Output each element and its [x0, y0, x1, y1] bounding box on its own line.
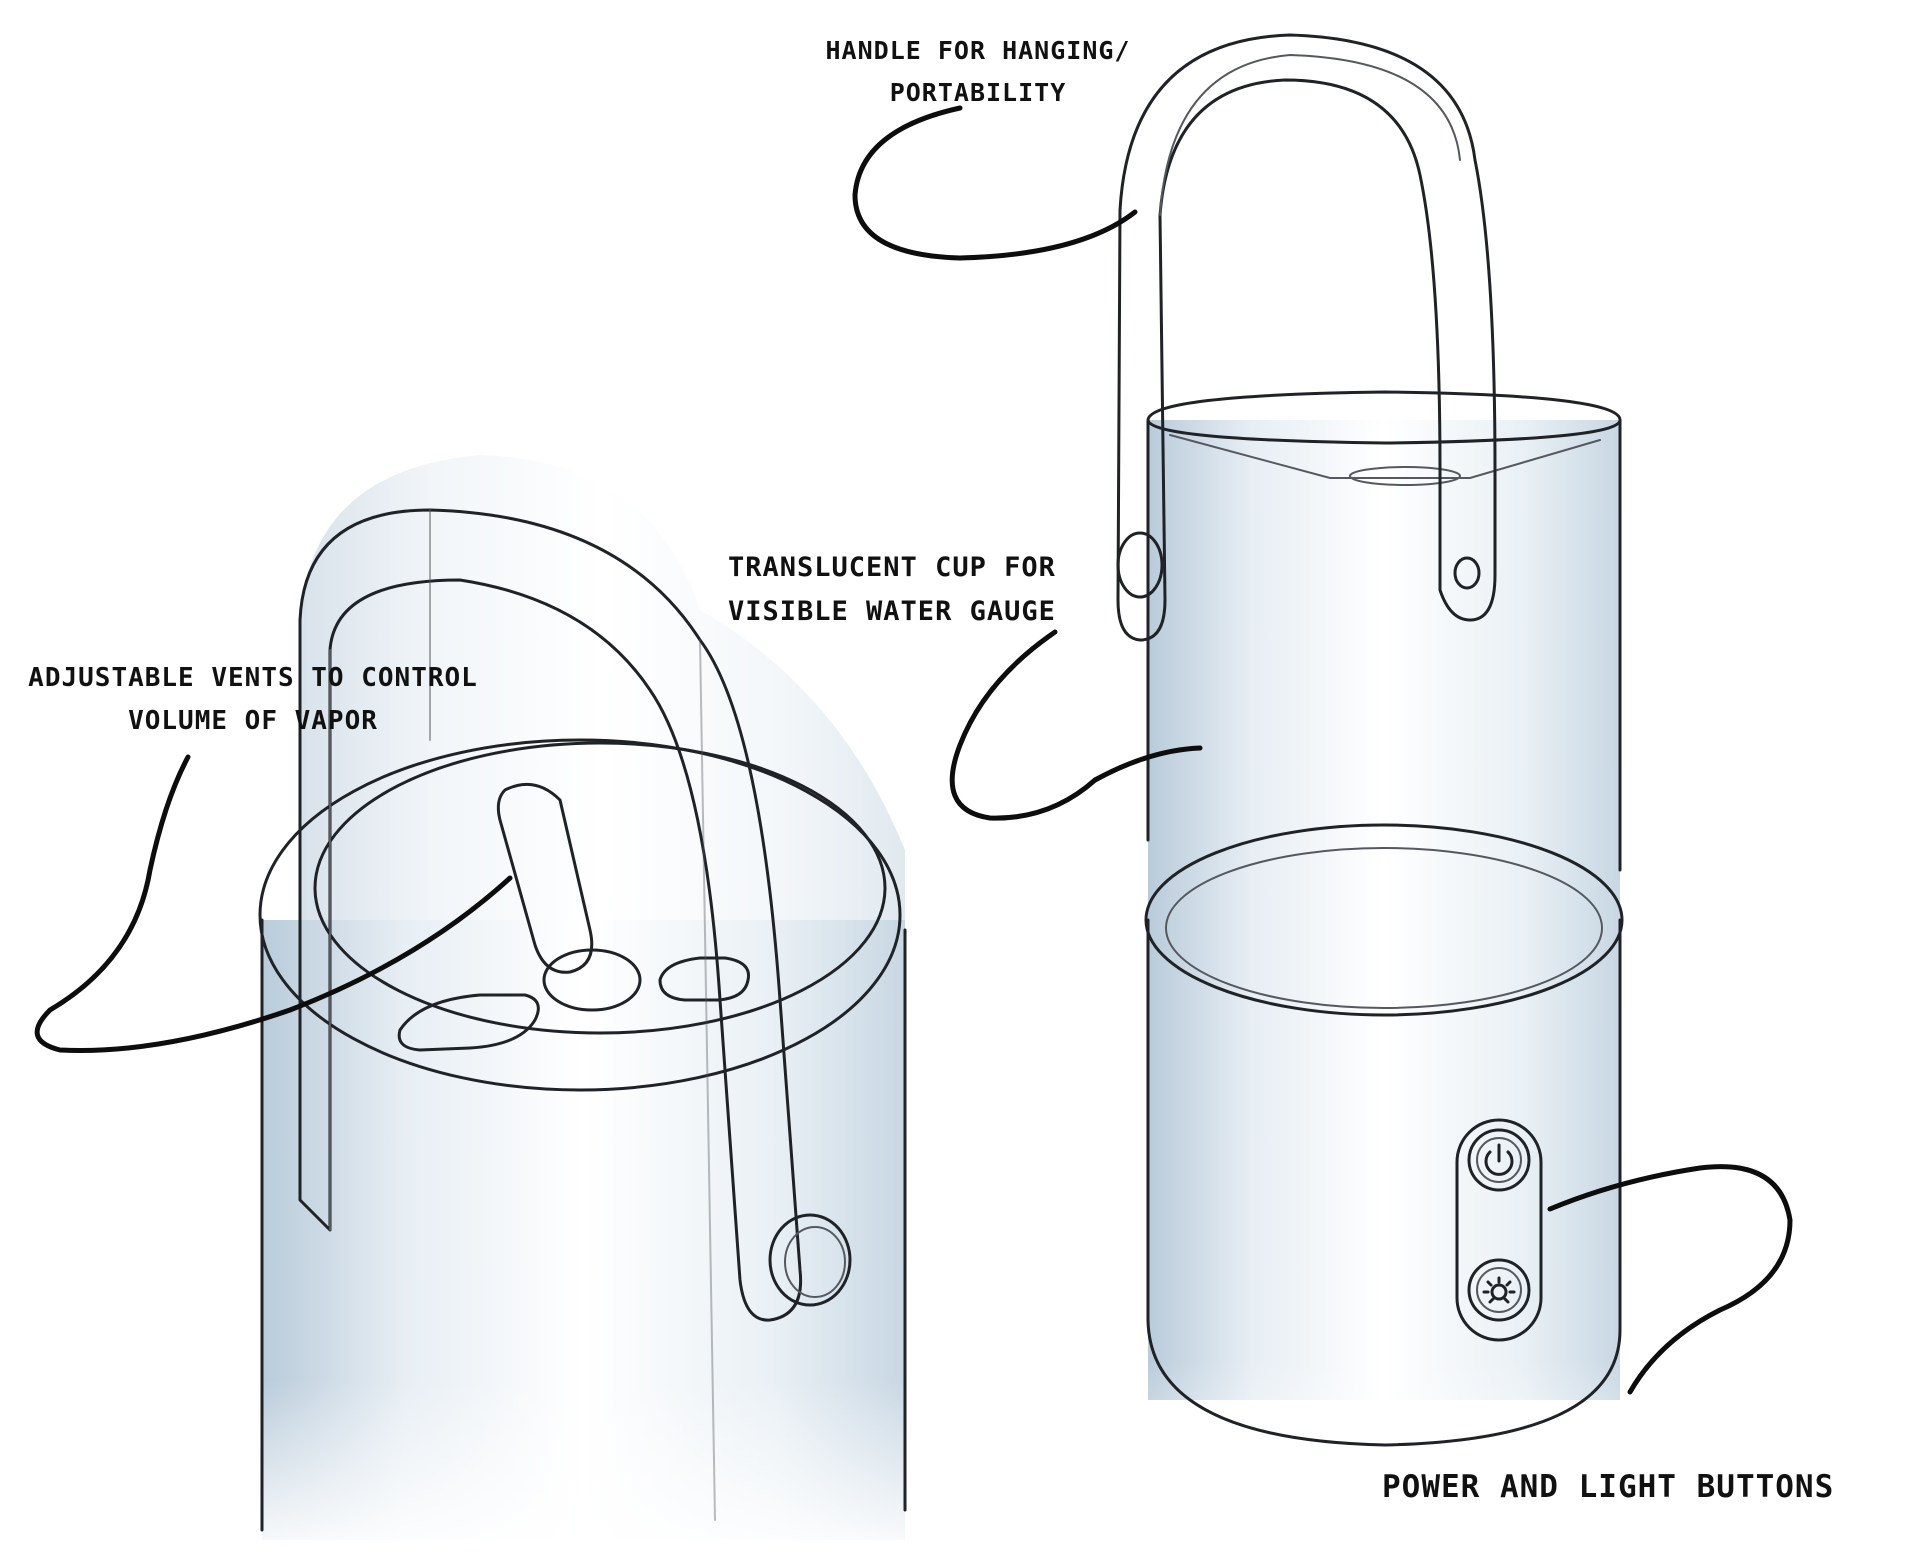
label-buttons-line: POWER AND LIGHT BUTTONS [1382, 1469, 1835, 1505]
label-buttons: POWER AND LIGHT BUTTONS [1382, 1467, 1834, 1507]
label-handle: HANDLE FOR HANGING/ PORTABILITY [808, 30, 1148, 114]
control-panel [1455, 1118, 1543, 1342]
leader-cup [949, 629, 1203, 821]
label-handle-line-1: HANDLE FOR HANGING/ [825, 36, 1131, 65]
right-cup [1148, 420, 1620, 1400]
vent-left [397, 993, 540, 1052]
right-handle-rivet [1453, 556, 1481, 590]
label-cup-line-1: TRANSLUCENT CUP FOR [728, 552, 1056, 583]
right-base [1146, 918, 1622, 1447]
power-icon [1484, 1143, 1514, 1176]
left-humidifier [250, 455, 930, 1563]
power-button[interactable] [1467, 1128, 1531, 1192]
right-cup-top [1146, 390, 1622, 445]
left-handle [298, 508, 803, 1322]
right-handle-pivot [1116, 531, 1164, 599]
label-handle-line-2: PORTABILITY [889, 78, 1067, 107]
right-base-rim [1144, 823, 1624, 1017]
leader-buttons [1547, 1164, 1793, 1395]
vent-top [496, 782, 594, 974]
sun-icon [1482, 1276, 1516, 1304]
left-handle-rivet [768, 1213, 852, 1307]
light-button[interactable] [1467, 1258, 1531, 1322]
left-top-inner [313, 741, 887, 1035]
right-humidifier [1116, 33, 1630, 1480]
left-top-rim [258, 738, 902, 1092]
label-cup: TRANSLUCENT CUP FOR VISIBLE WATER GAUGE [728, 546, 1056, 634]
leader-vents [34, 754, 513, 1053]
vent-right [658, 956, 751, 1002]
leader-handle [852, 105, 1138, 261]
label-vents: ADJUSTABLE VENTS TO CONTROL VOLUME OF VA… [18, 657, 488, 743]
label-cup-line-2: VISIBLE WATER GAUGE [728, 596, 1056, 627]
label-vents-line-1: ADJUSTABLE VENTS TO CONTROL [28, 663, 478, 693]
right-handle [1116, 33, 1497, 642]
label-vents-line-2: VOLUME OF VAPOR [128, 706, 378, 736]
vent-center [542, 948, 642, 1012]
